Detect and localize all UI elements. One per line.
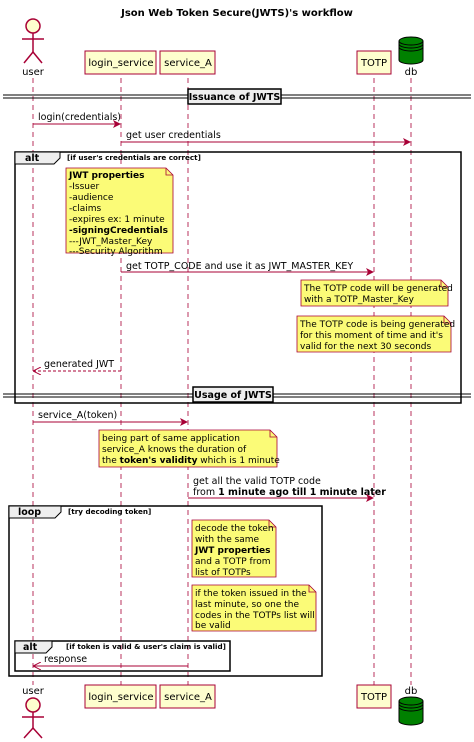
participant-service-a [159,50,216,75]
message-get-totp-codes-pre: from [193,487,218,498]
participant-service-a-label-bottom: service_A [164,692,212,703]
message-response-label: response [44,654,87,665]
note-jwt-line: ---JWT_Master_Key [69,237,153,247]
message-get-credentials-label: get user credentials [126,130,221,141]
loop-fragment-guard: [try decoding token] [68,507,151,516]
note-totp-valid: The TOTP code is being generated for thi… [296,315,455,353]
note-issued-line: codes in the TOTPs list will [195,611,315,621]
note-token-validity-line: the token's validity which is 1 minute [102,456,280,466]
note-issued-line: if the token issued in the [195,589,307,599]
note-jwt-line: -expires ex: 1 minute [69,215,165,225]
note-jwt-line: -signingCredentials [69,226,168,236]
note-jwt-properties: JWT properties -Issuer -audience -claims… [65,167,174,257]
message-get-totp-codes-label: from 1 minute ago till 1 minute later [193,487,386,498]
loop-fragment-keyword: loop [18,507,41,518]
note-totp-generated-line: The TOTP code will be generated [303,284,453,294]
note-jwt-line: -claims [69,204,101,214]
note-decode-line: with the same [195,535,260,545]
note-decode-line: and a TOTP from [195,557,270,567]
note-token-validity: being part of same application service_A… [98,429,280,468]
loop-fragment: loop [try decoding token] [8,505,323,677]
participant-login-service [84,50,157,75]
alt-fragment-credentials-guard: [if user's credentials are correct] [67,153,201,162]
note-token-validity-bold: token's validity [120,456,198,466]
alt-fragment-credentials-keyword: alt [25,153,40,164]
note-jwt-line: -Issuer [69,182,100,192]
participant-user-label-bottom: user [22,686,45,697]
note-jwt-line: ---Security Algorithm [69,247,163,257]
alt-fragment-token-valid-guard: [if token is valid & user's claim is val… [66,642,226,651]
diagram-title: Json Web Token Secure(JWTS)'s workflow [120,8,353,19]
participant-totp [356,50,392,75]
note-decode-line: decode the token [195,524,274,534]
divider-usage-label: Usage of JWTS [194,390,272,401]
note-issued-line: last minute, so one the [195,600,299,610]
note-totp-generated-line: with a TOTP_Master_Key [304,295,415,305]
note-totp-generated: The TOTP code will be generated with a T… [300,279,453,307]
participants-top: user login_service service_A TOTP db [22,18,424,78]
message-get-totp-label: get TOTP_CODE and use it as JWT_MASTER_K… [126,261,353,272]
note-totp-valid-line: for this moment of time and it's [300,331,443,341]
participant-login-service-bottom [84,684,157,709]
participant-service-a-label: service_A [164,58,212,69]
alt-fragment-token-valid-keyword: alt [23,642,38,653]
participants-bottom: user login_service service_A TOTP db [22,684,424,739]
alt-fragment-token-valid: alt [if token is valid & user's claim is… [14,640,231,672]
note-jwt-line: -audience [69,193,114,203]
message-generated-jwt-label: generated JWT [44,359,114,370]
participant-totp-label: TOTP [360,58,387,69]
alt-fragment-credentials: alt [if user's credentials are correct] [14,151,462,404]
note-token-validity-post: which is 1 minute [197,456,280,466]
participant-user-label: user [22,67,45,78]
message-login-label: login(credentials) [38,112,121,123]
actor-user-icon [22,18,44,64]
note-totp-valid-line: The TOTP code is being generated [299,320,455,330]
participant-totp-label-bottom: TOTP [360,692,387,703]
participant-service-a-bottom [159,684,216,709]
message-get-totp-codes-label: get all the valid TOTP code [193,476,321,487]
note-totp-valid-line: valid for the next 30 seconds [300,342,431,352]
note-token-validity-line: being part of same application [102,434,240,444]
actor-user-icon-bottom [22,697,44,739]
note-decode-token: decode the token with the same JWT prope… [191,519,277,578]
participant-login-service-label: login_service [88,58,153,69]
participant-db-label: db [405,67,418,78]
note-token-validity-pre: the [102,456,120,466]
participant-login-service-label-bottom: login_service [88,692,153,703]
participant-db-label-bottom: db [405,686,418,697]
participant-totp-bottom [356,684,392,709]
divider-issuance-label: Issuance of JWTS [189,92,281,103]
divider-usage: Usage of JWTS [3,386,471,403]
database-db-icon [398,36,424,65]
message-get-totp-codes-bold: 1 minute ago till 1 minute later [218,487,386,498]
note-decode-line: list of TOTPs [195,568,251,578]
divider-issuance: Issuance of JWTS [3,88,471,105]
note-jwt-heading: JWT properties [68,171,144,181]
note-issued-line: be valid [195,621,231,631]
database-db-icon-bottom [398,696,424,726]
note-token-validity-line: service_A knows the duration of [102,445,247,455]
note-decode-line: JWT properties [194,546,270,556]
message-service-a-token-label: service_A(token) [38,410,117,421]
note-token-issued: if the token issued in the last minute, … [191,584,317,632]
